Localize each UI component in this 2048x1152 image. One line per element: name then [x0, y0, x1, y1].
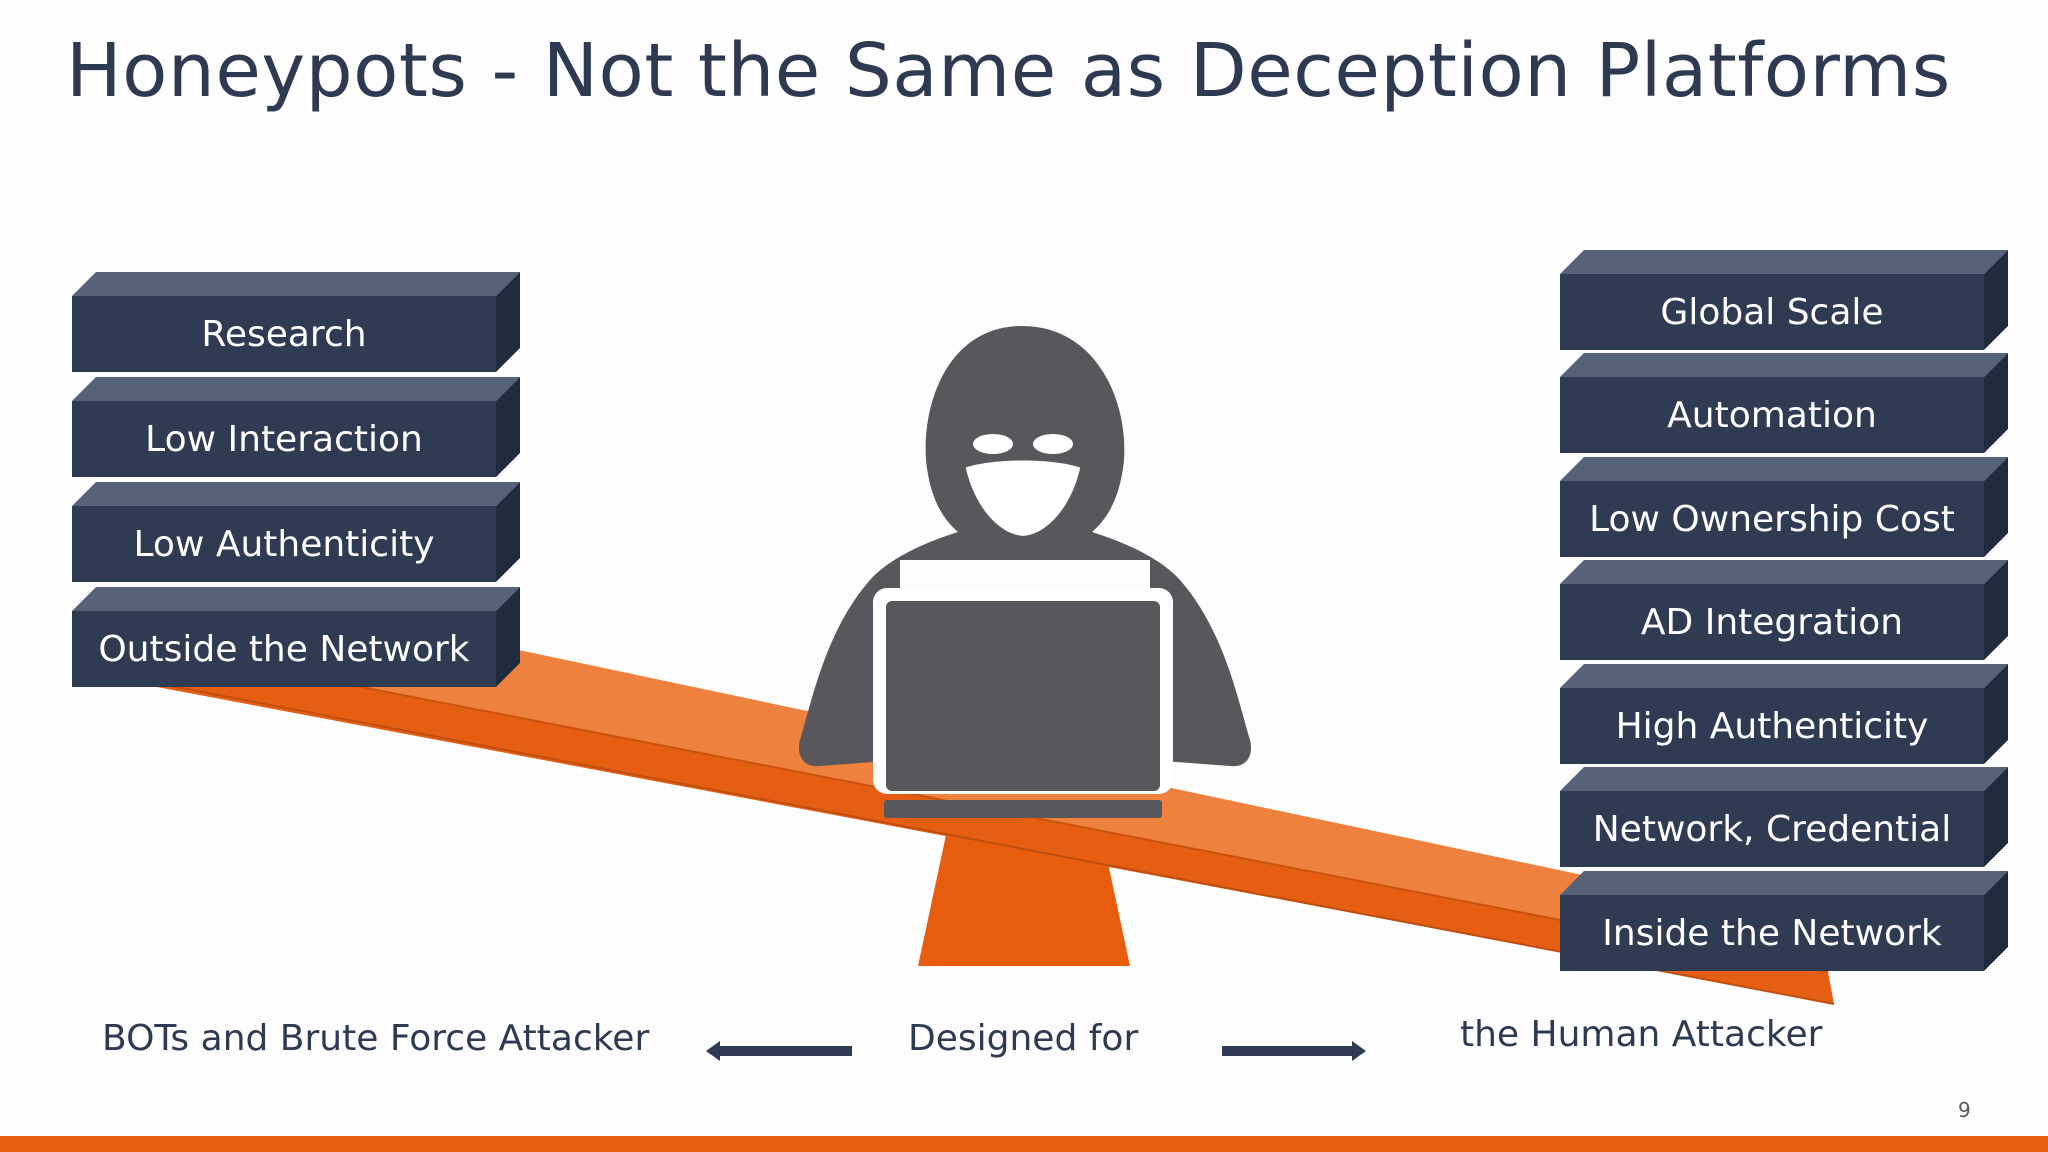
fulcrum — [918, 835, 1130, 966]
left-block-label: Low Interaction — [145, 418, 423, 460]
right-block-network-credential: Network, Credential — [1560, 767, 2008, 867]
right-block-inside-network: Inside the Network — [1560, 871, 2008, 971]
slide-title: Honeypots - Not the Same as Deception Pl… — [66, 28, 1951, 114]
right-block-automation: Automation — [1560, 353, 2008, 453]
designed-for-label: Designed for — [908, 1018, 1139, 1059]
human-attacker-label: the Human Attacker — [1460, 1014, 1823, 1055]
left-block-low-authenticity: Low Authenticity — [72, 482, 520, 582]
bots-label: BOTs and Brute Force Attacker — [102, 1018, 650, 1059]
right-block-label: Global Scale — [1660, 291, 1884, 333]
right-block-label: High Authenticity — [1615, 705, 1929, 747]
right-block-ad-integration: AD Integration — [1560, 560, 2008, 660]
left-block-label: Low Authenticity — [133, 523, 435, 565]
right-block-label: AD Integration — [1640, 601, 1904, 643]
hacker-icon — [798, 326, 1252, 818]
page-number: 9 — [1958, 1098, 1971, 1122]
right-arrow-icon — [1222, 1041, 1366, 1061]
footer-bar — [0, 1136, 2048, 1152]
right-block-label: Low Ownership Cost — [1589, 498, 1955, 540]
right-block-label: Inside the Network — [1602, 912, 1942, 954]
right-block-high-authenticity: High Authenticity — [1560, 664, 2008, 764]
left-block-outside-network: Outside the Network — [72, 587, 520, 687]
left-block-label: Outside the Network — [98, 628, 470, 670]
right-block-low-ownership-cost: Low Ownership Cost — [1560, 457, 2008, 557]
left-block-label: Research — [201, 313, 367, 355]
left-block-research: Research — [72, 272, 520, 372]
right-block-global-scale: Global Scale — [1560, 250, 2008, 350]
right-block-label: Automation — [1667, 394, 1877, 436]
plank-front — [120, 646, 1834, 1004]
right-block-label: Network, Credential — [1592, 808, 1952, 850]
left-arrow-icon — [706, 1041, 852, 1061]
left-block-low-interaction: Low Interaction — [72, 377, 520, 477]
